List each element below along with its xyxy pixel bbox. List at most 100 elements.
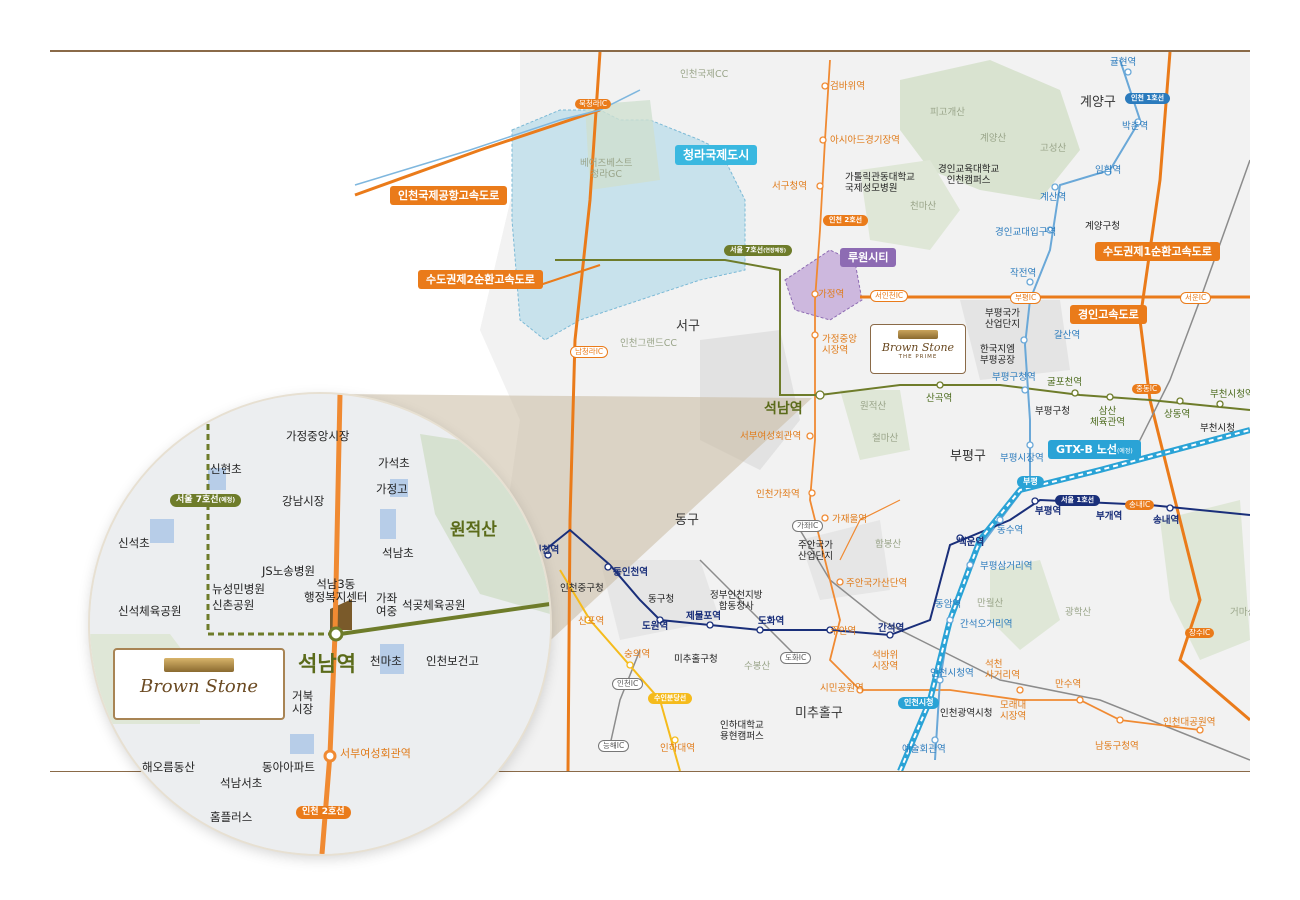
station-gajaeul[interactable]: 가재울역 <box>832 514 867 525</box>
station-incheon-grand-park[interactable]: 인천대공원역 <box>1163 717 1216 728</box>
station-asiad[interactable]: 아시아드경기장역 <box>830 135 900 146</box>
ic-seoincheon[interactable]: 서인천IC <box>870 290 909 303</box>
seoul1-tag[interactable]: 서울 1호선 <box>1055 495 1101 506</box>
inset-station-seoknam[interactable]: 석남역 <box>298 652 356 676</box>
inset-station-seobu[interactable]: 서부여성회관역 <box>340 747 411 760</box>
brownstone-marker[interactable]: Brown Stone THE PRIME <box>870 324 966 374</box>
station-gajeong[interactable]: 가정역 <box>818 289 845 300</box>
incheon1-tag[interactable]: 인천 1호선 <box>1125 93 1171 104</box>
seoul7-tag-note: (연장예정) <box>763 248 787 254</box>
ic-jangsu[interactable]: 장수IC <box>1185 628 1215 639</box>
inset-label-health-high: 인천보건고 <box>426 654 479 668</box>
station-gyulhyeon[interactable]: 귤현역 <box>1110 57 1137 68</box>
station-seokbawi[interactable]: 석바위 시장역 <box>872 650 899 673</box>
station-bupyeong[interactable]: 부평역 <box>1035 506 1062 517</box>
station-gajeong-market[interactable]: 가정중앙 시장역 <box>822 334 857 357</box>
station-dongsu[interactable]: 동수역 <box>997 525 1024 536</box>
place-inha-univ: 인하대학교 용현캠퍼스 <box>720 720 764 743</box>
inset-label-hyeorum: 해오름동산 <box>142 760 195 774</box>
station-dowon[interactable]: 도원역 <box>642 621 669 632</box>
ic-bukcheongna[interactable]: 북청라IC <box>575 99 612 110</box>
station-simin-park[interactable]: 시민공원역 <box>820 683 864 694</box>
station-dongam[interactable]: 동암역 <box>935 599 962 610</box>
station-incheon-city-hall[interactable]: 인천시청역 <box>930 668 974 679</box>
district-michuhol: 미추홀구 <box>795 706 843 721</box>
frame-bottom-line <box>50 770 1250 772</box>
terrain-cheolma: 철마산 <box>872 433 899 444</box>
terrain-geomma: 거마산 <box>1230 607 1250 618</box>
incheon2-tag[interactable]: 인천 2호선 <box>823 215 869 226</box>
seoul7-tag[interactable]: 서울 7호선(연장예정) <box>724 245 793 256</box>
airport-expressway-pill[interactable]: 인천국제공항고속도로 <box>390 186 508 205</box>
gtx-bupyeong-tag[interactable]: 부평 <box>1017 476 1044 488</box>
ic-jungdong[interactable]: 중동IC <box>1132 384 1162 395</box>
station-ganseok[interactable]: 간석역 <box>878 623 905 634</box>
station-sangok[interactable]: 산곡역 <box>926 393 953 404</box>
station-sungui[interactable]: 숭의역 <box>624 649 651 660</box>
station-bakchon[interactable]: 박촌역 <box>1122 121 1149 132</box>
inset-label-cheonma-elem: 천마초 <box>370 654 402 668</box>
suin-tag[interactable]: 수인분당선 <box>648 693 693 704</box>
inset-seoul7-tag[interactable]: 서울 7호선(예정) <box>170 494 242 507</box>
station-geombawi[interactable]: 검바위역 <box>830 81 865 92</box>
station-samsan[interactable]: 삼산 체육관역 <box>1090 406 1125 429</box>
station-sangdong[interactable]: 상동역 <box>1164 409 1191 420</box>
inset-label-geobuk-market: 거북 시장 <box>292 689 314 717</box>
place-donggu-office: 동구청 <box>648 594 675 605</box>
place-bupyeong-industrial: 부평국가 산업단지 <box>985 308 1020 331</box>
luwon-city-pill[interactable]: 루원시티 <box>840 248 897 267</box>
station-seokcheon[interactable]: 석천 사거리역 <box>985 659 1020 682</box>
inset-label-dong-apt: 동아아파트 <box>262 760 315 774</box>
station-juan[interactable]: 주안역 <box>830 626 857 637</box>
ic-songnae[interactable]: 송내IC <box>1125 500 1155 511</box>
station-seogu-office[interactable]: 서구청역 <box>772 181 807 192</box>
station-bupyeong-gu-office[interactable]: 부평구청역 <box>992 372 1036 383</box>
station-mansu[interactable]: 만수역 <box>1055 679 1082 690</box>
station-jemulpo[interactable]: 제물포역 <box>686 611 721 622</box>
station-bupyeong-samgeori[interactable]: 부평삼거리역 <box>980 561 1033 572</box>
station-baegun[interactable]: 백운역 <box>958 537 985 548</box>
inset-zoom-circle[interactable]: 원적산 석남역 서부여성회관역 서울 7호선(예정) 인천 2호선 가정중앙시장… <box>90 394 550 854</box>
station-imhak[interactable]: 임학역 <box>1095 165 1122 176</box>
gtxb-pill[interactable]: GTX-B 노선(예정) <box>1048 440 1141 459</box>
ring1-expressway-pill[interactable]: 수도권제1순환고속도로 <box>1095 242 1220 261</box>
ic-dohwa[interactable]: 도화IC <box>780 652 812 665</box>
brownstone-inset-name: Brown Stone <box>139 676 259 697</box>
gtx-cityhall-tag[interactable]: 인천시청 <box>898 697 940 709</box>
station-juan-industrial[interactable]: 주안국가산단역 <box>846 578 908 589</box>
ic-incheon[interactable]: 인천IC <box>612 678 644 691</box>
ic-gajwa[interactable]: 가좌IC <box>792 520 824 533</box>
station-galsan[interactable]: 갈산역 <box>1054 330 1081 341</box>
inset-seoul7-name: 서울 7호선 <box>176 495 219 505</box>
station-bupyeong-market[interactable]: 부평시장역 <box>1000 453 1044 464</box>
station-songnae[interactable]: 송내역 <box>1153 515 1180 526</box>
district-seogu: 서구 <box>676 319 700 334</box>
station-gulpo[interactable]: 굴포천역 <box>1047 377 1082 388</box>
ring2-expressway-pill[interactable]: 수도권제2순환고속도로 <box>418 270 543 289</box>
station-bugae[interactable]: 부개역 <box>1096 511 1123 522</box>
station-inha-univ[interactable]: 인하대역 <box>660 743 695 754</box>
station-sinpo[interactable]: 신포역 <box>578 616 605 627</box>
station-seoknam[interactable]: 석남역 <box>764 401 803 417</box>
ic-bupyeong[interactable]: 부평IC <box>1010 292 1042 305</box>
inset-incheon2-tag[interactable]: 인천 2호선 <box>296 806 351 819</box>
station-dongincheon[interactable]: 동인천역 <box>613 567 648 578</box>
ic-namcheongna[interactable]: 남청라IC <box>570 346 609 359</box>
terrain-gyeyang-mt: 계양산 <box>980 133 1007 144</box>
station-dohwa[interactable]: 도화역 <box>758 616 785 627</box>
station-gyesan[interactable]: 계산역 <box>1040 192 1067 203</box>
station-jakjeon[interactable]: 작전역 <box>1010 268 1037 279</box>
ic-seoun[interactable]: 서운IC <box>1180 292 1212 305</box>
station-yesul[interactable]: 예술회관역 <box>902 744 946 755</box>
cheongna-city-pill[interactable]: 청라국제도시 <box>675 145 758 165</box>
station-bucheon-city-hall[interactable]: 부천시청역 <box>1210 389 1250 400</box>
brownstone-inset-badge[interactable]: Brown Stone <box>113 648 285 720</box>
station-ganseok-ogeori[interactable]: 간석오거리역 <box>960 619 1013 630</box>
station-gyeongin-edu[interactable]: 경인교대입구역 <box>995 227 1057 238</box>
station-seobu[interactable]: 서부여성회관역 <box>740 431 802 442</box>
ic-neunghae[interactable]: 능해IC <box>598 740 630 753</box>
station-namdong[interactable]: 남동구청역 <box>1095 741 1139 752</box>
station-incheon-gajwa[interactable]: 인천가좌역 <box>756 489 800 500</box>
gyeongin-expressway-pill[interactable]: 경인고속도로 <box>1070 305 1147 324</box>
station-morae[interactable]: 모래내 시장역 <box>1000 700 1027 723</box>
